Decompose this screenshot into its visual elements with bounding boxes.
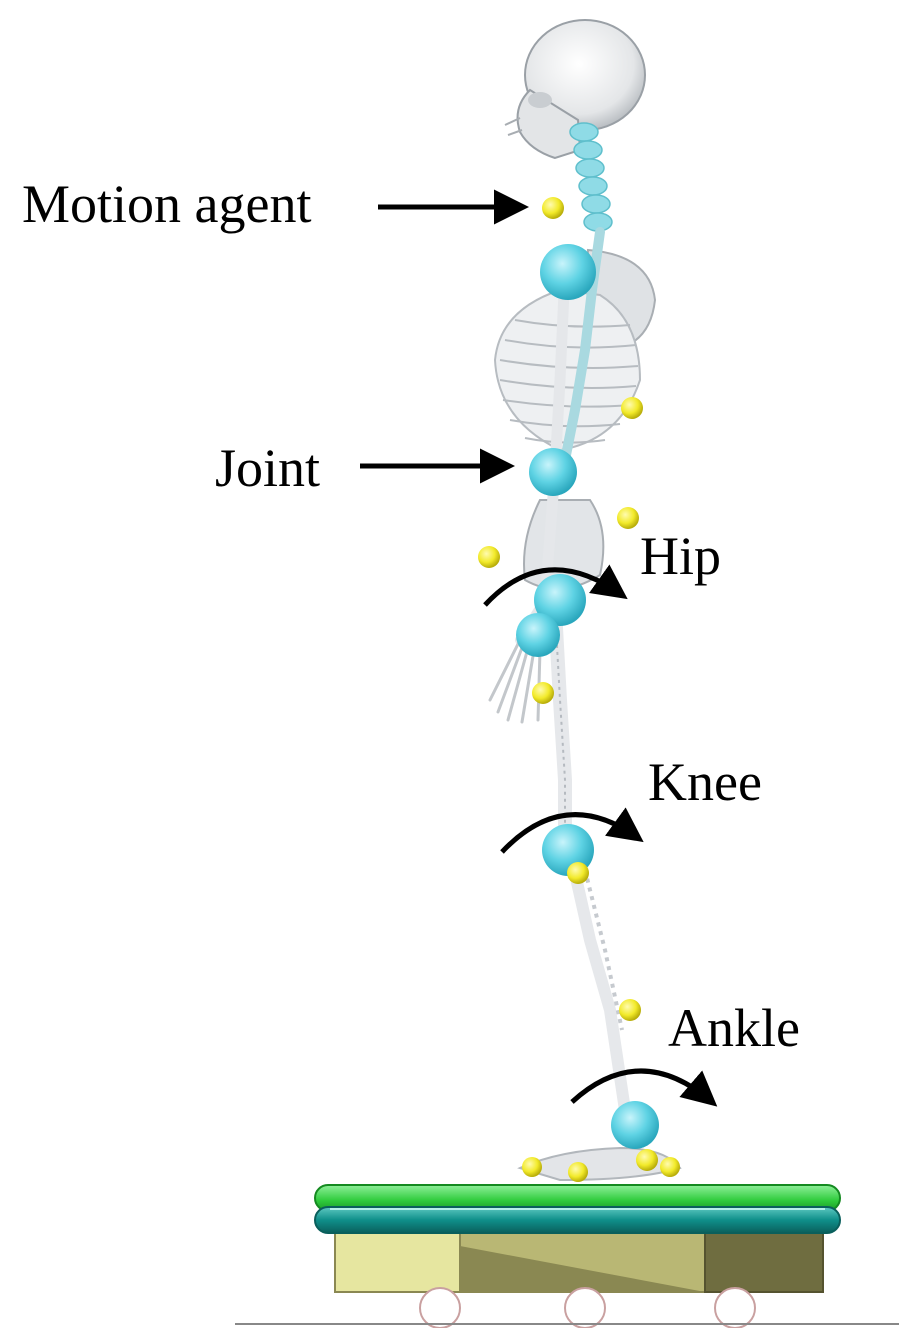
hip-label: Hip <box>640 526 721 586</box>
joint-sphere-ankle <box>611 1101 659 1149</box>
motion-agent-marker <box>660 1157 680 1177</box>
wheel <box>715 1288 755 1328</box>
cervical-spine <box>570 123 612 231</box>
joint-label: Joint <box>215 438 320 498</box>
platform <box>235 1185 899 1328</box>
platform-base-left <box>335 1232 460 1292</box>
joint-sphere-shoulder <box>540 244 596 300</box>
motion-agent-marker <box>621 397 643 419</box>
ankle-label: Ankle <box>668 998 800 1058</box>
wheel <box>565 1288 605 1328</box>
joint-sphere-lumbar <box>529 448 577 496</box>
motion-agent-marker <box>617 507 639 529</box>
motion-agent-label: Motion agent <box>22 174 311 234</box>
motion-agent-marker <box>619 999 641 1021</box>
motion-agent-marker <box>478 546 500 568</box>
motion-agent-marker <box>636 1149 658 1171</box>
platform-base-right <box>705 1232 823 1292</box>
ankle-rotation-arrow <box>572 1071 712 1102</box>
motion-agent-marker <box>522 1157 542 1177</box>
joint-sphere-wrist <box>516 613 560 657</box>
annotations: Motion agent Joint Hip Knee Ankle <box>22 174 800 1102</box>
wheel <box>420 1288 460 1328</box>
knee-label: Knee <box>648 752 762 812</box>
platform-wheels <box>420 1288 755 1328</box>
platform-band <box>315 1207 840 1233</box>
motion-agent-marker <box>567 862 589 884</box>
motion-agent-marker <box>532 682 554 704</box>
motion-agent-marker <box>568 1162 588 1182</box>
motion-agent-marker <box>542 197 564 219</box>
